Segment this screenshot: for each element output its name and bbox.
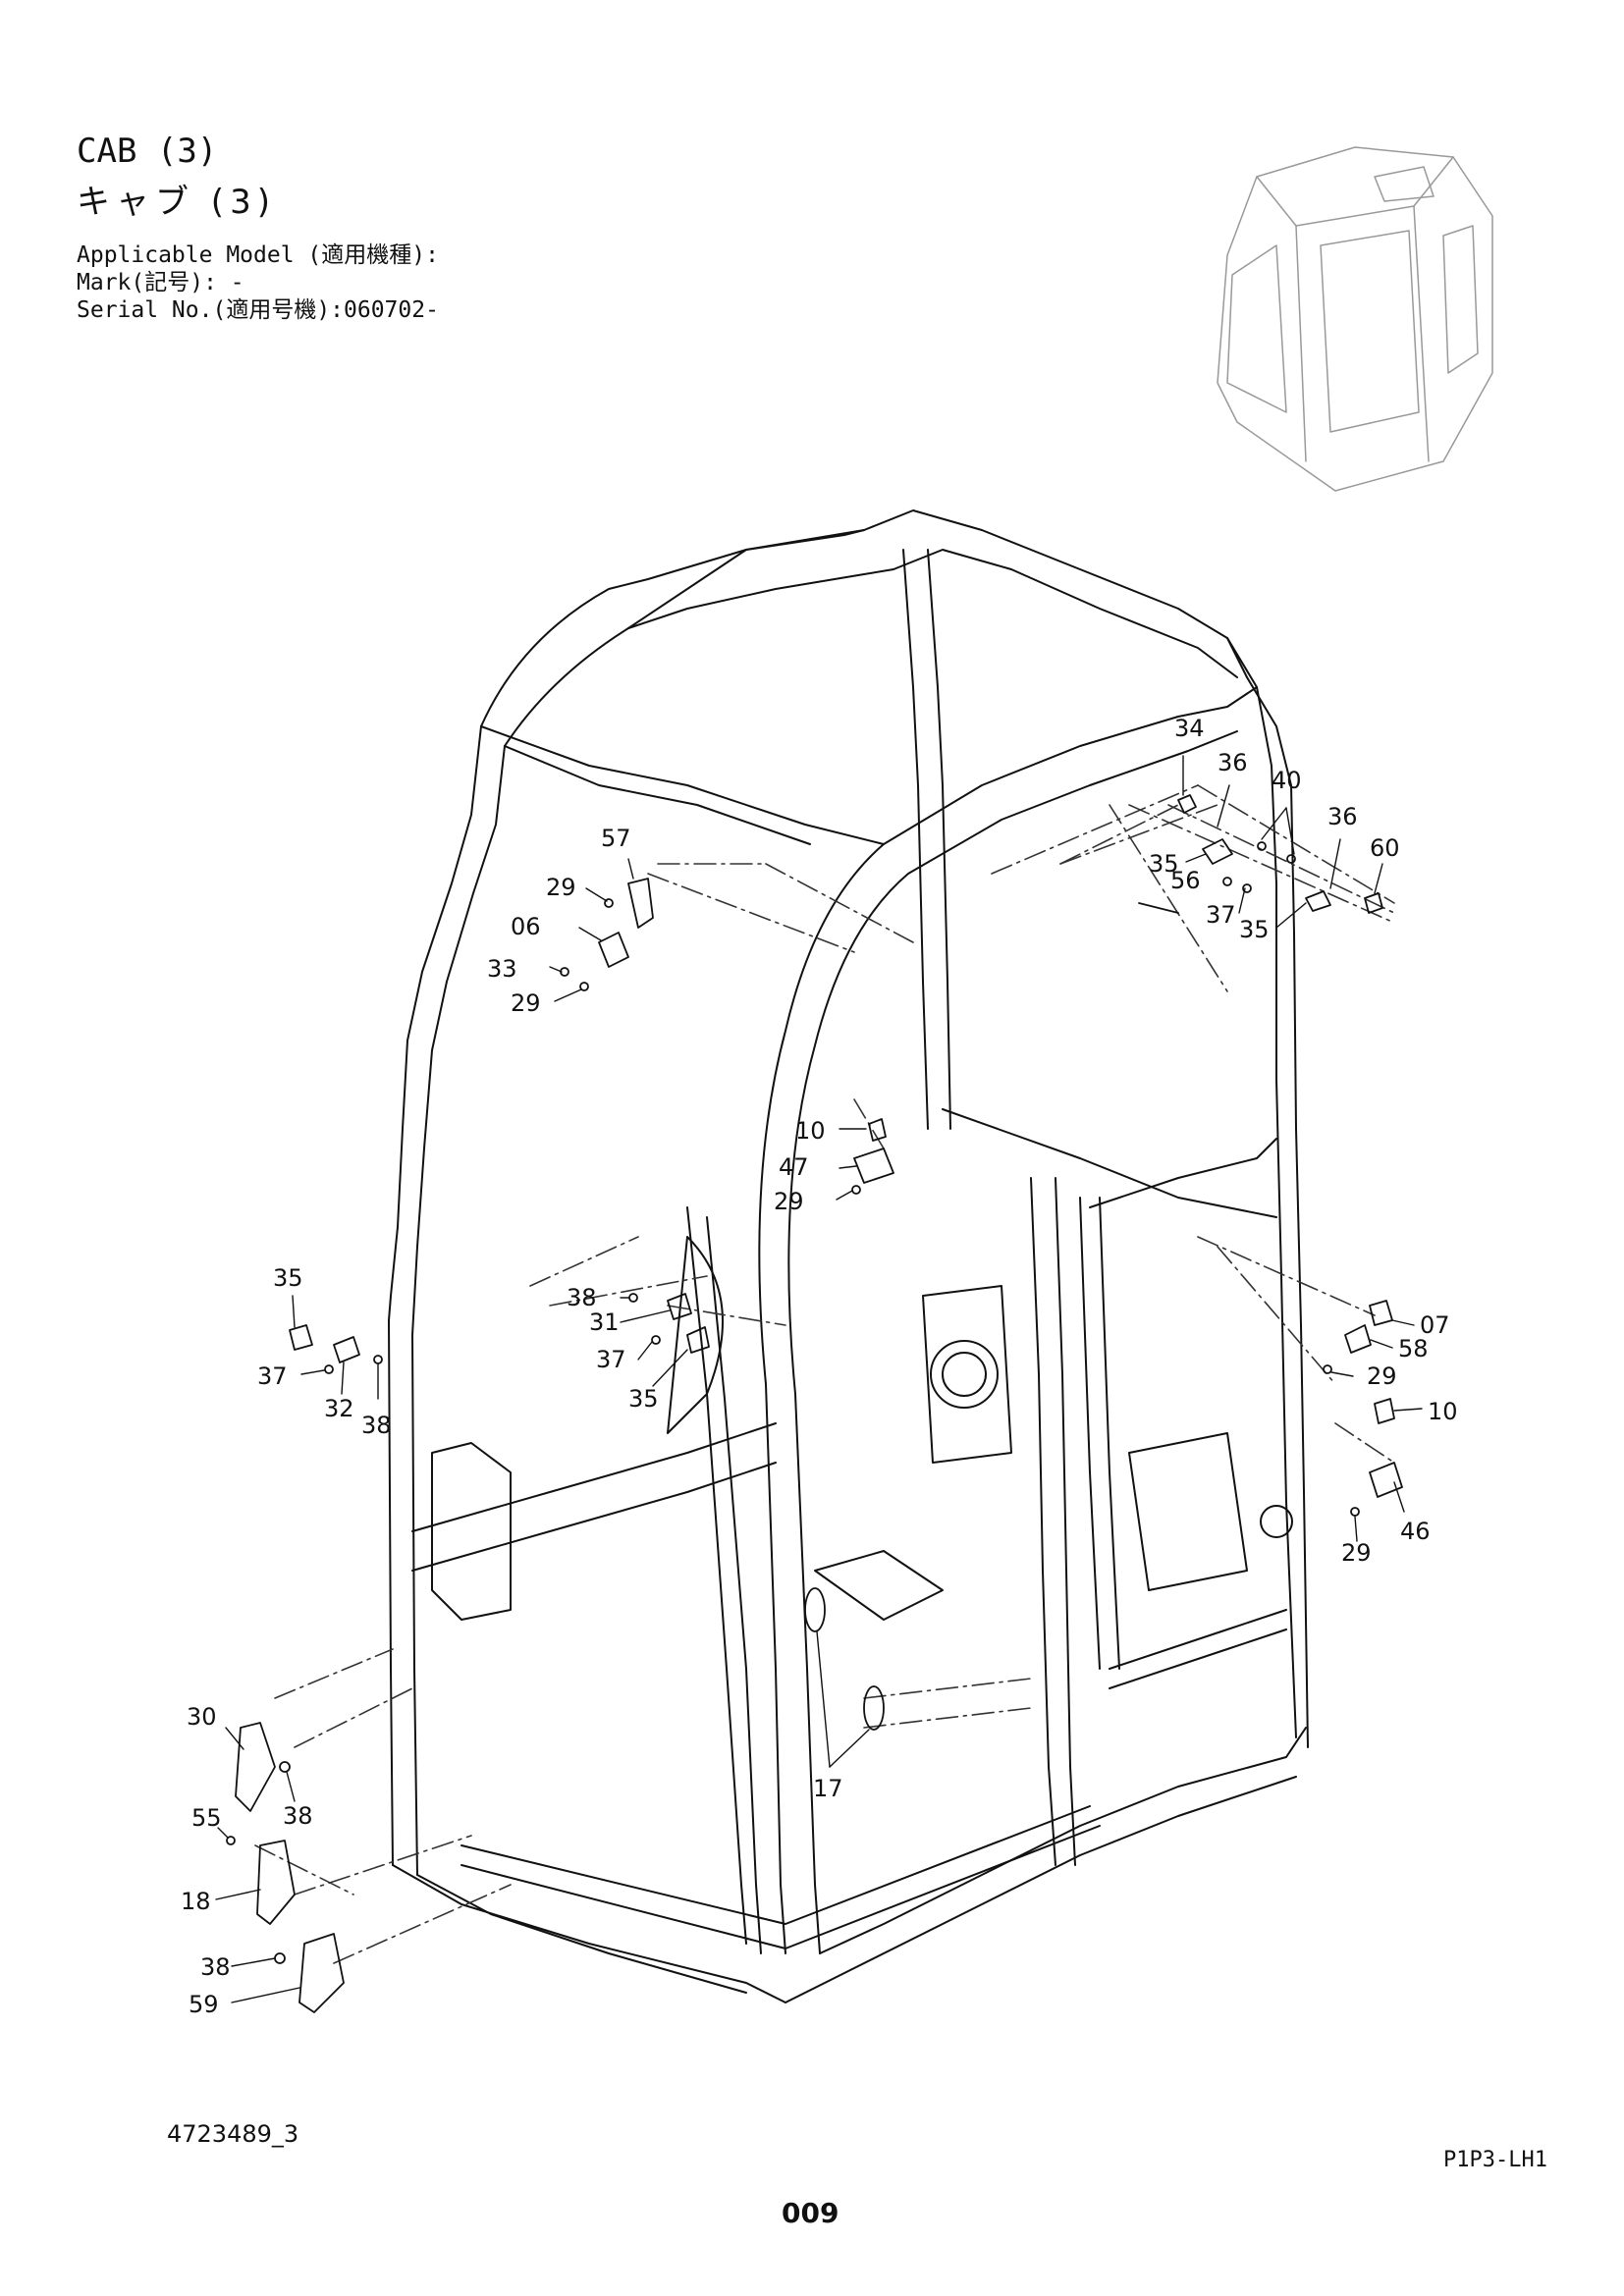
callout-36: 36	[1327, 803, 1358, 830]
callout-58: 58	[1398, 1335, 1429, 1362]
callout-38: 38	[361, 1412, 392, 1439]
callout-57: 57	[601, 825, 631, 852]
callout-06: 06	[511, 913, 541, 940]
callout-32: 32	[324, 1395, 354, 1422]
callout-34: 34	[1174, 715, 1205, 742]
callout-labels: 3436403660355637355729063329104729353732…	[181, 715, 1458, 2018]
callout-38: 38	[200, 1953, 231, 1981]
callout-37: 37	[257, 1362, 288, 1390]
callout-56: 56	[1170, 867, 1201, 894]
page-number: 009	[782, 2197, 839, 2229]
cab-frame-outline	[388, 509, 1309, 2003]
callout-07: 07	[1420, 1311, 1450, 1339]
callout-35: 35	[273, 1264, 303, 1292]
callout-38: 38	[567, 1284, 597, 1311]
mark-line: Mark(記号): -	[77, 270, 244, 295]
callout-29: 29	[511, 989, 541, 1017]
callout-29: 29	[1367, 1362, 1397, 1390]
callout-55: 55	[191, 1804, 222, 1832]
callout-31: 31	[589, 1308, 620, 1336]
callout-29: 29	[774, 1188, 804, 1215]
callout-47: 47	[779, 1153, 809, 1181]
callout-37: 37	[1206, 901, 1236, 929]
serial-line: Serial No.(適用号機):060702-	[77, 297, 439, 323]
callout-29: 29	[546, 874, 576, 901]
drawing-number: 4723489_3	[167, 2120, 299, 2148]
callout-38: 38	[283, 1802, 313, 1830]
callout-36: 36	[1218, 749, 1248, 776]
callout-10: 10	[795, 1117, 826, 1145]
callout-37: 37	[596, 1346, 626, 1373]
parts-shapes	[226, 794, 1403, 2013]
callout-leaders	[215, 755, 1423, 2003]
callout-29: 29	[1341, 1539, 1372, 1567]
callout-59: 59	[189, 1991, 219, 2018]
title-english: CAB (3)	[77, 132, 218, 171]
callout-33: 33	[487, 955, 517, 983]
callout-10: 10	[1428, 1398, 1458, 1425]
callout-17: 17	[813, 1775, 843, 1802]
callout-60: 60	[1370, 834, 1400, 862]
callout-30: 30	[187, 1703, 217, 1731]
callout-40: 40	[1272, 767, 1302, 794]
title-japanese: キャブ (3)	[77, 183, 276, 222]
model-code: P1P3-LH1	[1443, 2148, 1547, 2172]
callout-18: 18	[181, 1888, 211, 1915]
callout-35: 35	[1239, 916, 1270, 943]
explode-leader-lines	[254, 784, 1395, 1964]
applicable-model-line: Applicable Model (適用機種):	[77, 242, 439, 268]
callout-35: 35	[1149, 850, 1179, 878]
cab-thumbnail	[1217, 146, 1493, 492]
callout-35: 35	[628, 1385, 659, 1413]
callout-46: 46	[1400, 1518, 1431, 1545]
